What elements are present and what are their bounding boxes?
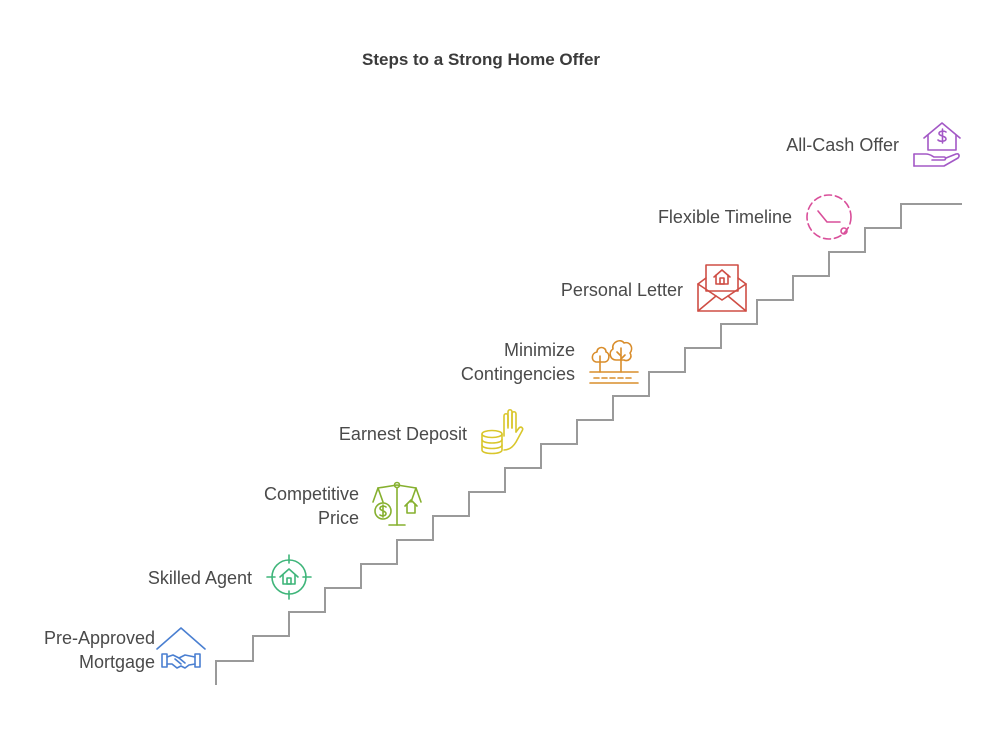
step-label-line: Mortgage: [78, 652, 155, 672]
step-label-personal-letter: Personal Letter: [561, 278, 683, 302]
step-label-earnest-deposit: Earnest Deposit: [339, 422, 467, 446]
step-label-line: Earnest Deposit: [338, 424, 467, 444]
balance-scale-icon: [372, 481, 422, 526]
step-label-line: Personal Letter: [560, 280, 683, 300]
step-label-all-cash-offer: All-Cash Offer: [786, 133, 899, 157]
step-label-pre-approved-mortgage: Pre-Approved Mortgage: [44, 626, 155, 674]
house-handshake-icon: [156, 627, 206, 669]
step-label-competitive-price: Competitive Price: [264, 482, 359, 530]
step-label-line: Contingencies: [460, 364, 575, 384]
step-label-line: Minimize: [503, 340, 575, 360]
step-label-line: Competitive: [263, 484, 359, 504]
step-label-line: Flexible Timeline: [657, 207, 792, 227]
diagram-title: Steps to a Strong Home Offer: [361, 50, 601, 69]
hand-coins-icon: [481, 408, 524, 455]
step-label-line: Price: [317, 508, 359, 528]
trees-land-icon: [589, 340, 639, 384]
step-label-flexible-timeline: Flexible Timeline: [658, 205, 792, 229]
step-label-skilled-agent: Skilled Agent: [148, 566, 252, 590]
step-label-line: Skilled Agent: [147, 568, 252, 588]
step-label-minimize-contingencies: Minimize Contingencies: [461, 338, 575, 386]
staircase-line: [215, 203, 962, 685]
house-target-icon: [266, 554, 312, 600]
dashed-clock-icon: [806, 194, 852, 240]
step-label-line: Pre-Approved: [43, 628, 155, 648]
envelope-house-icon: [697, 264, 747, 312]
house-dollar-hand-icon: [913, 122, 961, 167]
step-label-line: All-Cash Offer: [786, 135, 899, 155]
